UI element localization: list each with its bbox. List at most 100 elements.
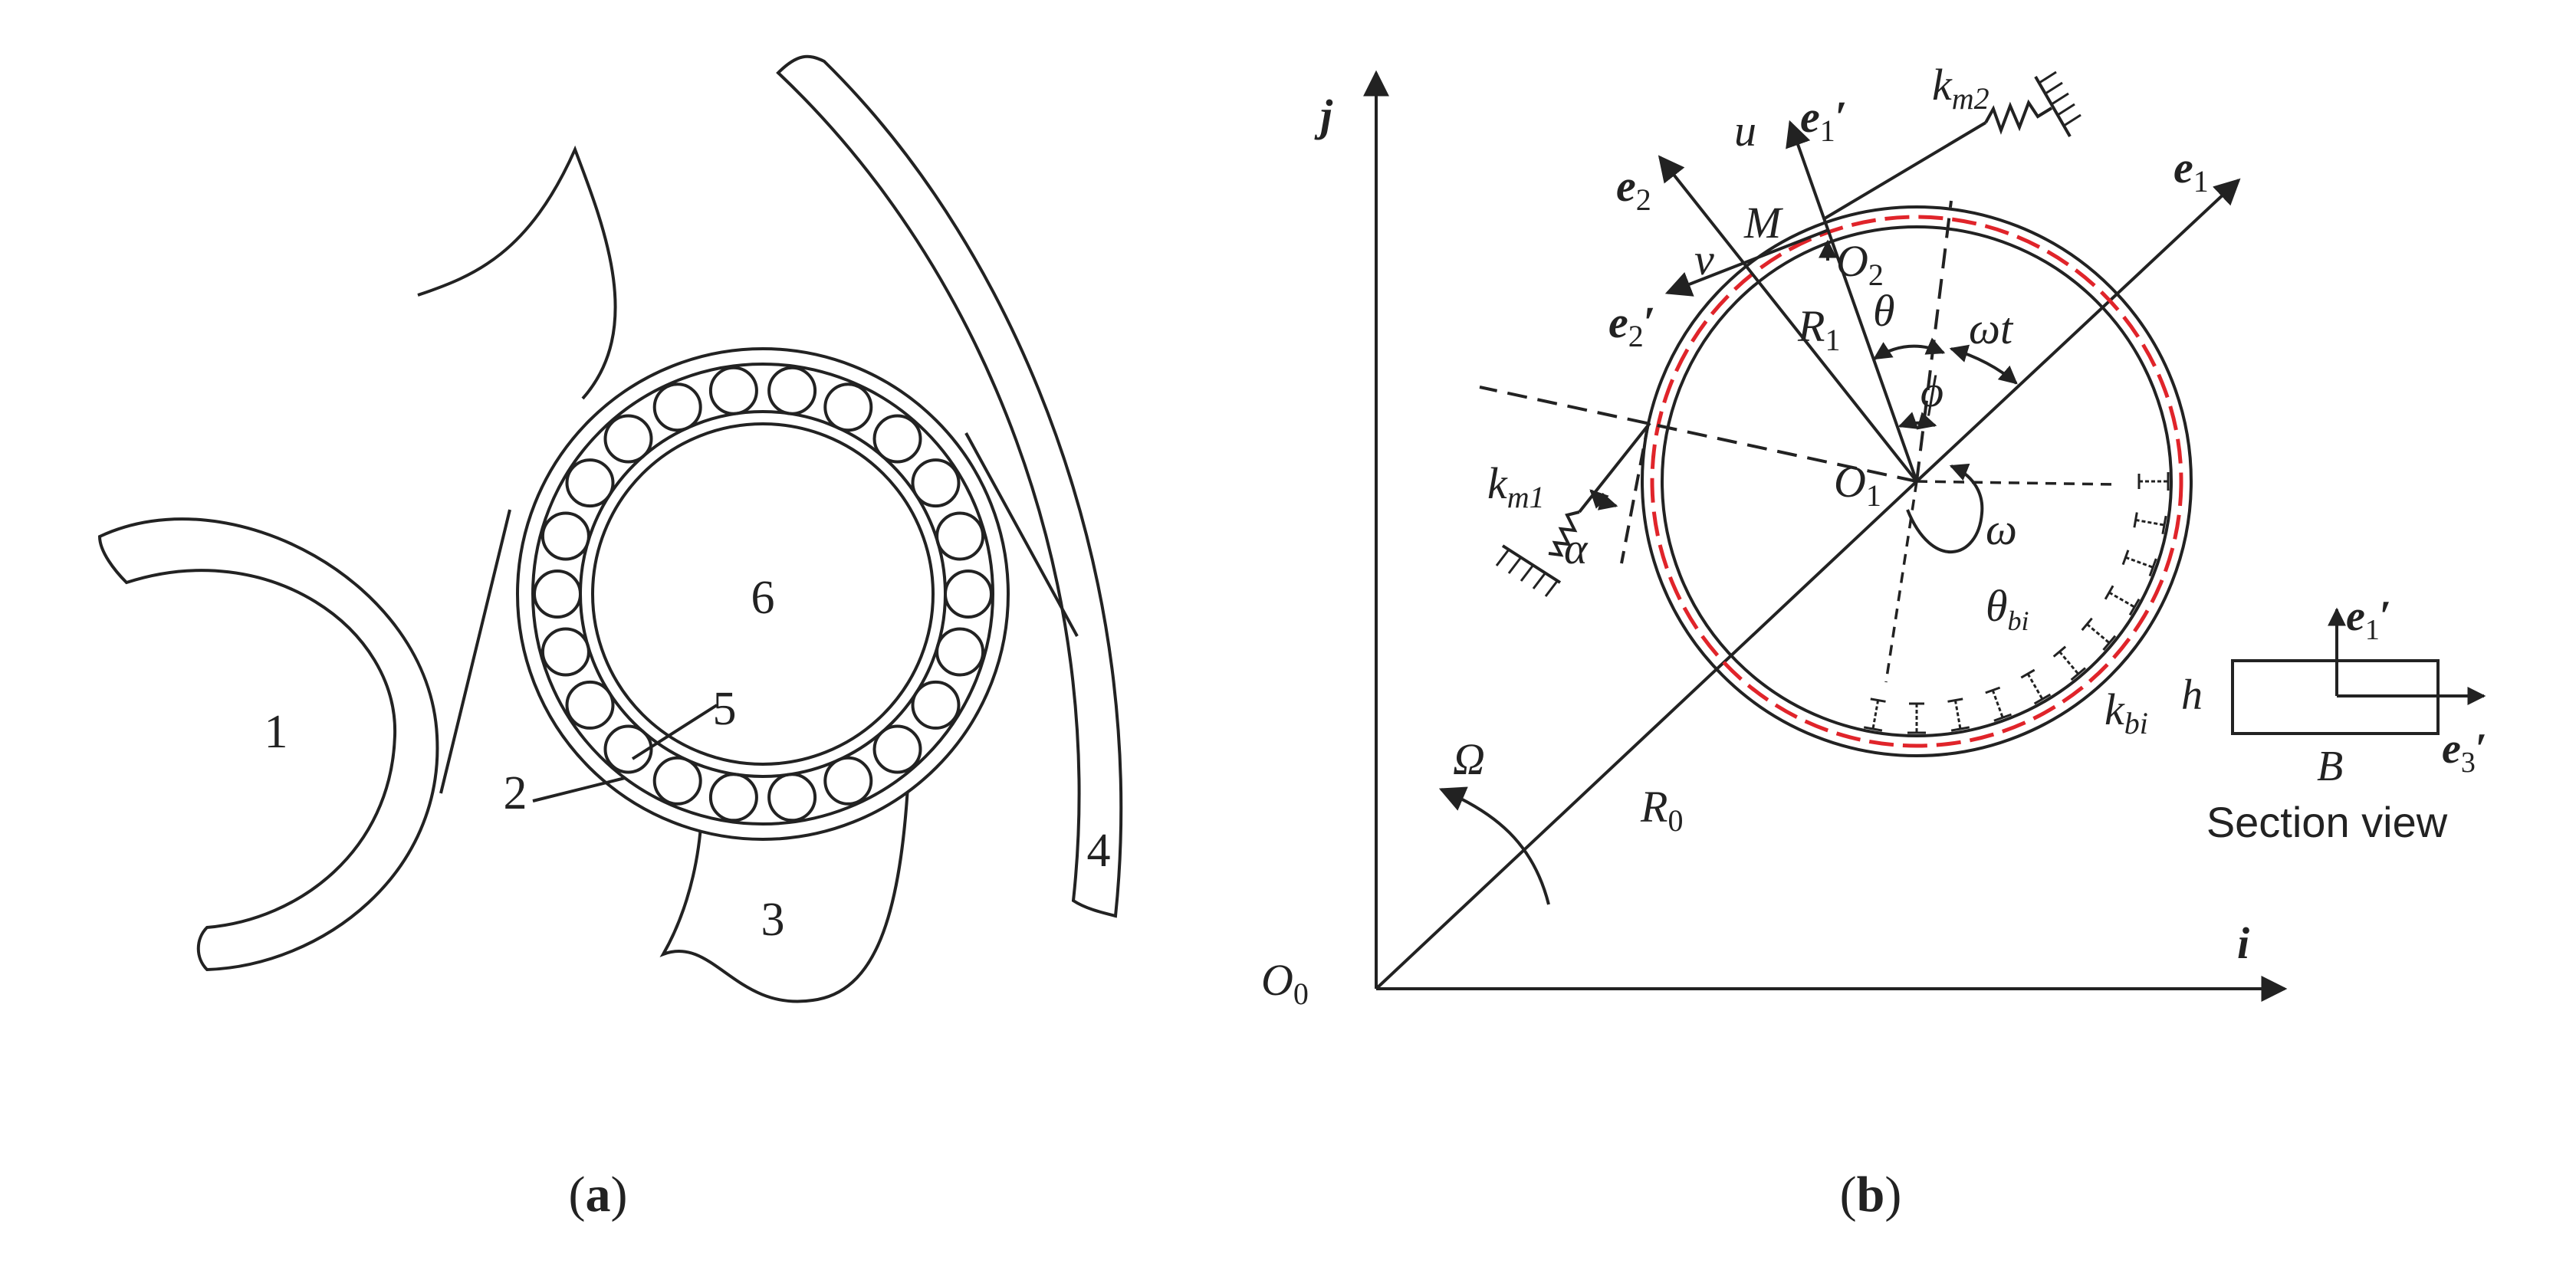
section-view-title: Section view (2206, 798, 2448, 846)
alpha-arc (1589, 489, 1618, 510)
upper-arm (417, 145, 617, 400)
support-tip (1947, 698, 1963, 703)
label-u: u (1734, 106, 1756, 156)
part-4-strip (776, 54, 1123, 918)
bearing-supports (1863, 472, 2170, 734)
axis-e2 (1658, 155, 1918, 483)
label-r1: R1 (1797, 301, 1840, 357)
support-tip (2104, 585, 2114, 600)
label-alpha: α (1564, 524, 1589, 573)
label-k-bi: kbi (2104, 684, 2148, 740)
support-tip (2052, 645, 2067, 658)
dashed-radial-right (1916, 480, 2117, 486)
roller (767, 773, 817, 822)
support-tip (2121, 550, 2130, 566)
km1-ground-hatch (1495, 549, 1559, 597)
label-km2: km2 (1932, 60, 1990, 116)
label-omega-t: ωt (1969, 304, 2014, 353)
km1-ground (1501, 544, 1562, 584)
roller (767, 366, 817, 415)
label-axis-i: i (2237, 918, 2249, 968)
km1-spring (1548, 510, 1580, 557)
support-spring (1953, 700, 1962, 730)
panel-b-model (1363, 70, 2486, 1002)
roller (872, 724, 922, 774)
label-o2: O2 (1836, 236, 1884, 292)
support-cap (2161, 515, 2167, 535)
km1-link (1578, 422, 1651, 514)
link-line-right (964, 432, 1079, 637)
roller (565, 458, 615, 508)
section-view-labels: h B e1′ e3′ Section view (2181, 592, 2488, 846)
roller (540, 511, 590, 561)
support-spring (2058, 651, 2079, 675)
support-spring (1871, 700, 1880, 730)
belt-neutral-line (1650, 215, 2183, 748)
label-h: h (2181, 671, 2203, 719)
panel-a-mechanism (97, 54, 1123, 1003)
roller (565, 680, 615, 730)
part-5-rollers (533, 366, 993, 822)
roller (935, 511, 985, 561)
label-theta-bi: θbi (1986, 581, 2029, 636)
label-section-e1p: e1′ (2346, 592, 2392, 646)
support-cap (2033, 693, 2052, 705)
link-line-left (439, 509, 511, 794)
axis-v-e2p (1664, 228, 1829, 297)
label-5: 5 (713, 683, 737, 735)
km2-ground-hatch (2039, 71, 2082, 127)
support-tip (2081, 617, 2093, 632)
roller (708, 366, 758, 415)
omega-t-arc (1949, 344, 2018, 385)
r0-line (1375, 480, 1918, 990)
label-4: 4 (1087, 825, 1111, 877)
label-o1: O1 (1834, 457, 1881, 513)
label-e2p: e2′ (1608, 297, 1656, 353)
omega-rotation-arrow (1438, 786, 1550, 905)
belt-inner-circle (1661, 225, 2173, 737)
panel-a-labels: 1 2 3 4 5 6 (264, 572, 1111, 946)
roller (652, 382, 702, 432)
roller (872, 414, 922, 464)
belt-outer-circle (1641, 205, 2193, 757)
label-km1: km1 (1487, 458, 1545, 514)
phi-arc (1898, 412, 1937, 430)
label-b: B (2317, 743, 2343, 790)
support-cap (2128, 598, 2141, 616)
omega-spin-arrow (1906, 463, 1984, 554)
support-cap (1950, 726, 1970, 732)
dashed-alpha (1620, 422, 1650, 564)
label-r0: R0 (1640, 782, 1683, 838)
roller (533, 569, 582, 619)
support-cap (1863, 726, 1883, 732)
panel-b-labels: j i O0 R0 Ω O1 ω R1 θ ωt ϕ M O2 u e1′ e2… (1261, 60, 2249, 1011)
support-spring (2108, 591, 2135, 609)
roller (911, 458, 961, 508)
label-origin: O0 (1261, 955, 1309, 1011)
label-2: 2 (504, 767, 527, 819)
support-cap (2102, 635, 2117, 651)
support-cap (2070, 667, 2086, 681)
support-spring (1991, 689, 2004, 718)
label-3: 3 (761, 894, 785, 946)
leader-5 (631, 704, 718, 760)
support-spring (2124, 556, 2154, 569)
dashed-ref-left (1479, 386, 1917, 483)
support-spring (2135, 518, 2165, 527)
label-e1: e1 (2174, 143, 2209, 199)
label-v: v (1694, 235, 1714, 284)
roller (603, 724, 653, 774)
label-e2: e2 (1616, 161, 1651, 217)
support-tip (2020, 668, 2036, 679)
leader-2 (532, 776, 626, 803)
roller (652, 756, 702, 806)
km2-spring (1984, 99, 2053, 135)
support-spring (2086, 623, 2111, 644)
roller (911, 680, 961, 730)
support-tip (2133, 512, 2138, 528)
dashed-ref-upper (1915, 200, 1953, 482)
km2-link (1823, 121, 1987, 220)
part-1-guide (97, 517, 439, 972)
label-section-e3p: e3′ (2442, 725, 2488, 779)
label-theta: θ (1873, 286, 1895, 336)
